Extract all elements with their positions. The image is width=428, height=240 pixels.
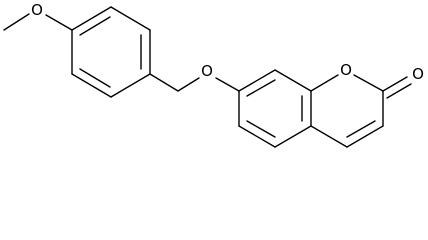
atom-label-methoxy-oxygen: O (31, 1, 43, 19)
bond-b5-b6 (71, 73, 112, 98)
bond-c2-o-double-b (386, 83, 412, 99)
bond-c3-c4 (346, 125, 384, 148)
methoxy-group (3, 13, 73, 31)
chemical-structure: O O O O (3, 1, 424, 148)
bond-methyl-o (3, 13, 30, 31)
bond-b1-b2 (71, 6, 112, 31)
bond-ch2-o (177, 77, 200, 92)
bond-b4-b5 (110, 73, 151, 98)
bond-b5-b6-inner (79, 68, 111, 88)
bond-c6-c5 (238, 125, 276, 148)
bond-c8-c7 (238, 69, 276, 92)
bond-o1-c2 (353, 74, 384, 92)
bond-c8a-o1 (310, 74, 339, 92)
coumarin-benzo-ring (238, 69, 312, 148)
coumarin-pyrone-ring (310, 74, 384, 148)
bond-b1-b2-inner (79, 16, 111, 36)
bond-b2-b3 (110, 6, 151, 31)
bond-c8-c7-inner (246, 79, 276, 97)
bond-c6-c5-inner (246, 120, 276, 138)
carbonyl-group (382, 76, 412, 99)
bond-c3-c4-inner (346, 120, 376, 138)
atom-label-ether-oxygen: O (201, 62, 213, 80)
bond-c2-o-double-a (382, 76, 408, 92)
bond-ring-ch2 (149, 73, 179, 92)
bond-c8a-c8 (274, 69, 312, 92)
atom-label-ring-oxygen: O (340, 61, 352, 79)
benzyl-ether-linker (149, 73, 240, 92)
bond-o-aryl (45, 14, 73, 31)
benzene-ring (71, 6, 151, 98)
atom-label-carbonyl-oxygen: O (412, 65, 424, 83)
bond-c5-c4a (274, 125, 312, 148)
bond-o-coumarin (215, 77, 240, 92)
bond-c4-c4a (310, 125, 348, 148)
